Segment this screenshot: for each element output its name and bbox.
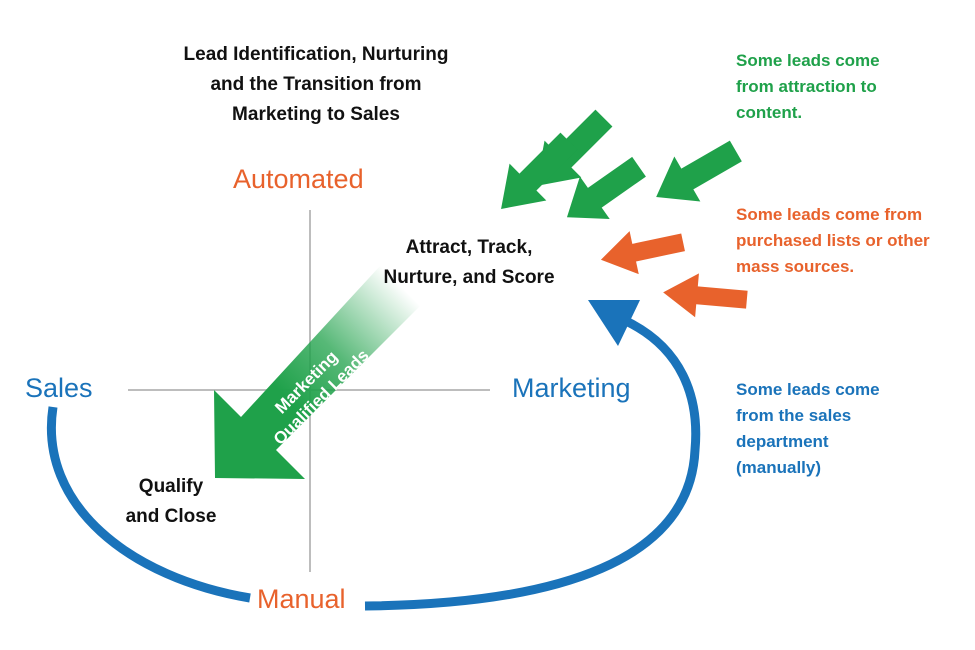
content-arrow-icon (501, 132, 578, 209)
stage-line: Nurture, and Score (383, 267, 555, 288)
axis-label-sales: Sales (25, 373, 93, 403)
stage-line: and Close (125, 506, 217, 527)
axis-label-marketing: Marketing (512, 373, 631, 403)
note-line: from attraction to (736, 77, 877, 96)
sales-leads-note: Some leads come from the sales departmen… (736, 377, 880, 481)
axis-label-automated: Automated (233, 164, 364, 194)
note-line: purchased lists or other (736, 231, 930, 250)
blue-arrowhead-icon (588, 300, 640, 346)
note-line: from the sales (736, 406, 852, 425)
sales-cycle-arc (47, 406, 251, 603)
manual-return-arc (364, 317, 701, 611)
title-line: Marketing to Sales (232, 104, 400, 125)
stage-line: Qualify (138, 476, 204, 497)
note-line: content. (736, 103, 803, 122)
sales-stage-label: Qualify and Close (105, 472, 237, 532)
purchased-leads-note: Some leads come from purchased lists or … (736, 202, 930, 280)
mql-arrow-icon (214, 266, 420, 479)
content-arrow-icon (656, 140, 742, 202)
note-line: department (736, 432, 829, 451)
stage-line: Attract, Track, (405, 237, 533, 258)
note-line: Some leads come from (736, 205, 923, 224)
note-line: (manually) (736, 458, 822, 477)
note-line: mass sources. (736, 257, 855, 276)
title-line: Lead Identification, Nurturing (183, 44, 449, 65)
axis-label-manual: Manual (257, 584, 346, 614)
content-arrow-icon (566, 156, 646, 220)
title-line: and the Transition from (210, 74, 422, 95)
content-leads-note: Some leads come from attraction to conte… (736, 48, 880, 126)
purchased-list-arrow-icon (600, 231, 685, 275)
note-line: Some leads come (736, 51, 880, 70)
diagram-title: Lead Identification, Nurturing and the T… (140, 40, 492, 130)
purchased-list-arrow-icon (663, 273, 748, 318)
note-line: Some leads come (736, 380, 880, 399)
marketing-stage-label: Attract, Track, Nurture, and Score (360, 233, 578, 293)
